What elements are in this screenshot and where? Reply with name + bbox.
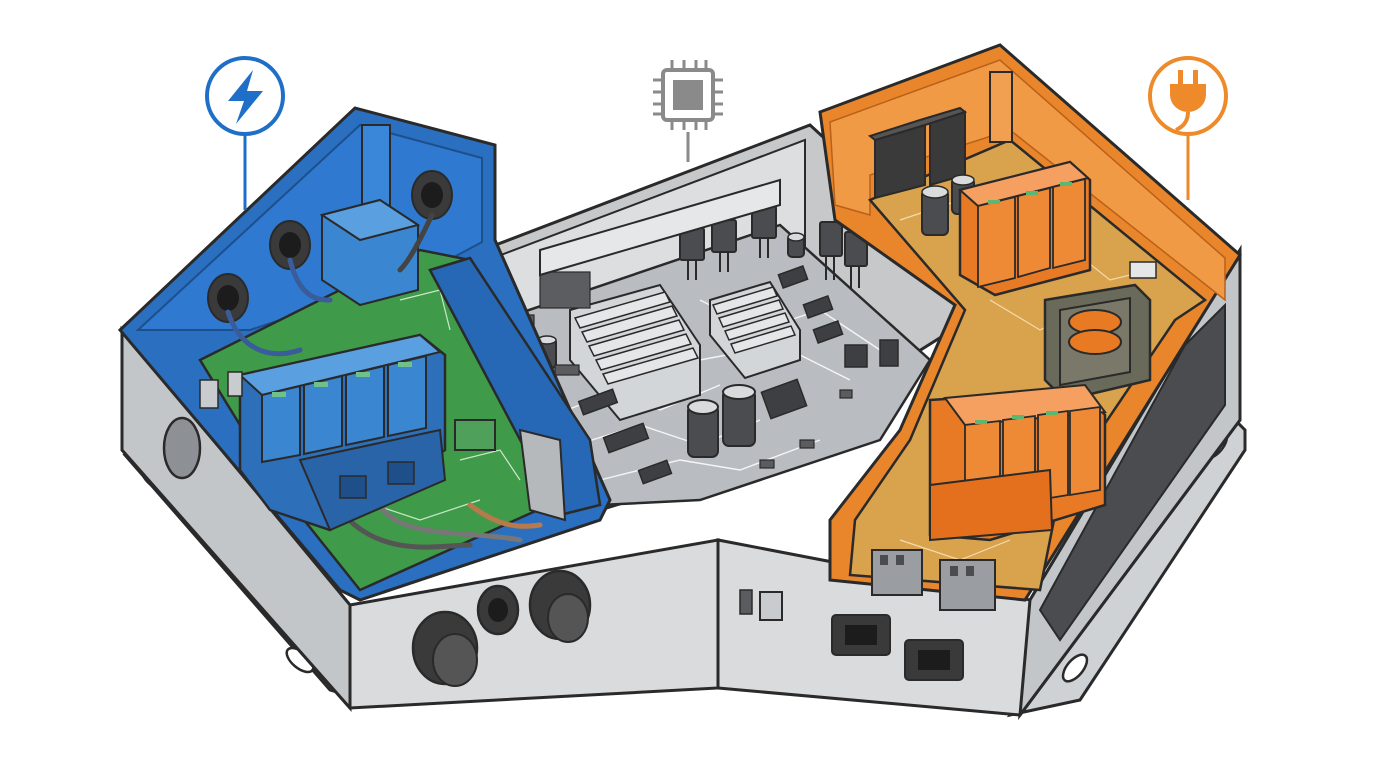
power-plug-icon [1148, 56, 1228, 136]
ic-chips [577, 265, 899, 485]
output-modules-lower [928, 383, 1107, 542]
transformer [1043, 283, 1152, 402]
front-output-sockets [739, 589, 964, 681]
callout-control [653, 60, 723, 162]
lightning-bolt-icon [205, 56, 285, 136]
input-compartment [117, 106, 612, 602]
input-breaker-modules [237, 333, 447, 532]
back-wall-glands [207, 170, 453, 323]
output-terminals [871, 549, 996, 611]
front-cable-glands [411, 569, 592, 687]
output-compartment [818, 43, 1242, 611]
power-transistors [679, 205, 868, 267]
microchip-icon [653, 60, 723, 130]
output-relays-dark [867, 106, 968, 200]
callout-input [205, 56, 285, 210]
heatsink-left [569, 283, 701, 422]
heatsink-right [709, 280, 801, 380]
callout-output [1148, 56, 1228, 200]
electrolytic-capacitors [537, 232, 805, 458]
output-modules-upper [957, 160, 1092, 297]
